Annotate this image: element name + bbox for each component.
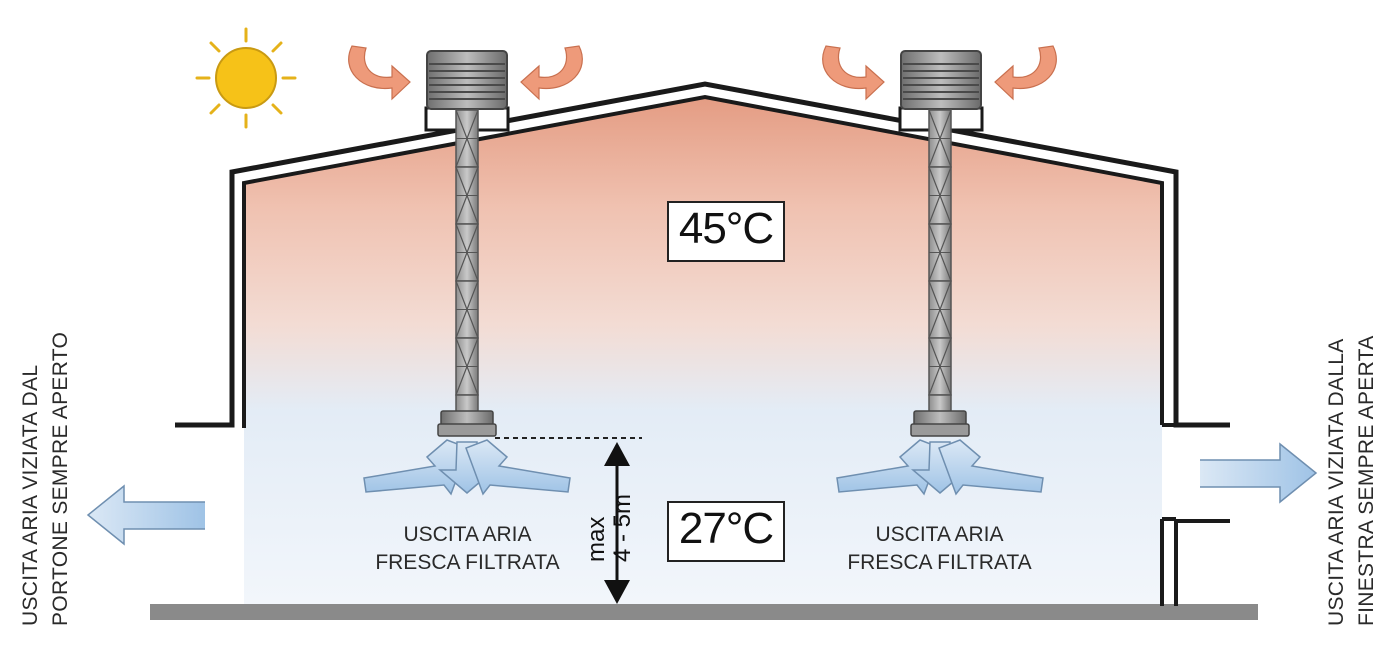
exhaust-arrow-right	[1200, 442, 1318, 504]
ventilator-unit-left	[348, 45, 583, 496]
temperature-bottom: 27°C	[667, 501, 785, 562]
height-label: max 4 - 5m	[583, 493, 636, 562]
side-label-right: USCITA ARIA VIZIATA DALLA FINESTRA SEMPR…	[1325, 335, 1378, 626]
temperature-top: 45°C	[667, 201, 785, 262]
intake-arrow-left	[348, 45, 411, 101]
exhaust-arrow-left	[86, 484, 205, 546]
floor-slab	[150, 604, 1258, 620]
building-inner-outline	[242, 94, 1164, 428]
side-label-left: USCITA ARIA VIZIATA DAL PORTONE SEMPRE A…	[19, 331, 72, 626]
intake-arrow-right	[520, 45, 583, 101]
right-wall-lower	[1160, 517, 1178, 606]
sun-icon	[195, 27, 297, 129]
outlet-label-right: USCITA ARIA FRESCA FILTRATA	[847, 523, 1032, 574]
height-dimension	[495, 437, 642, 604]
outlet-label-left: USCITA ARIA FRESCA FILTRATA	[375, 523, 560, 574]
ventilator-unit-right	[822, 45, 1057, 496]
